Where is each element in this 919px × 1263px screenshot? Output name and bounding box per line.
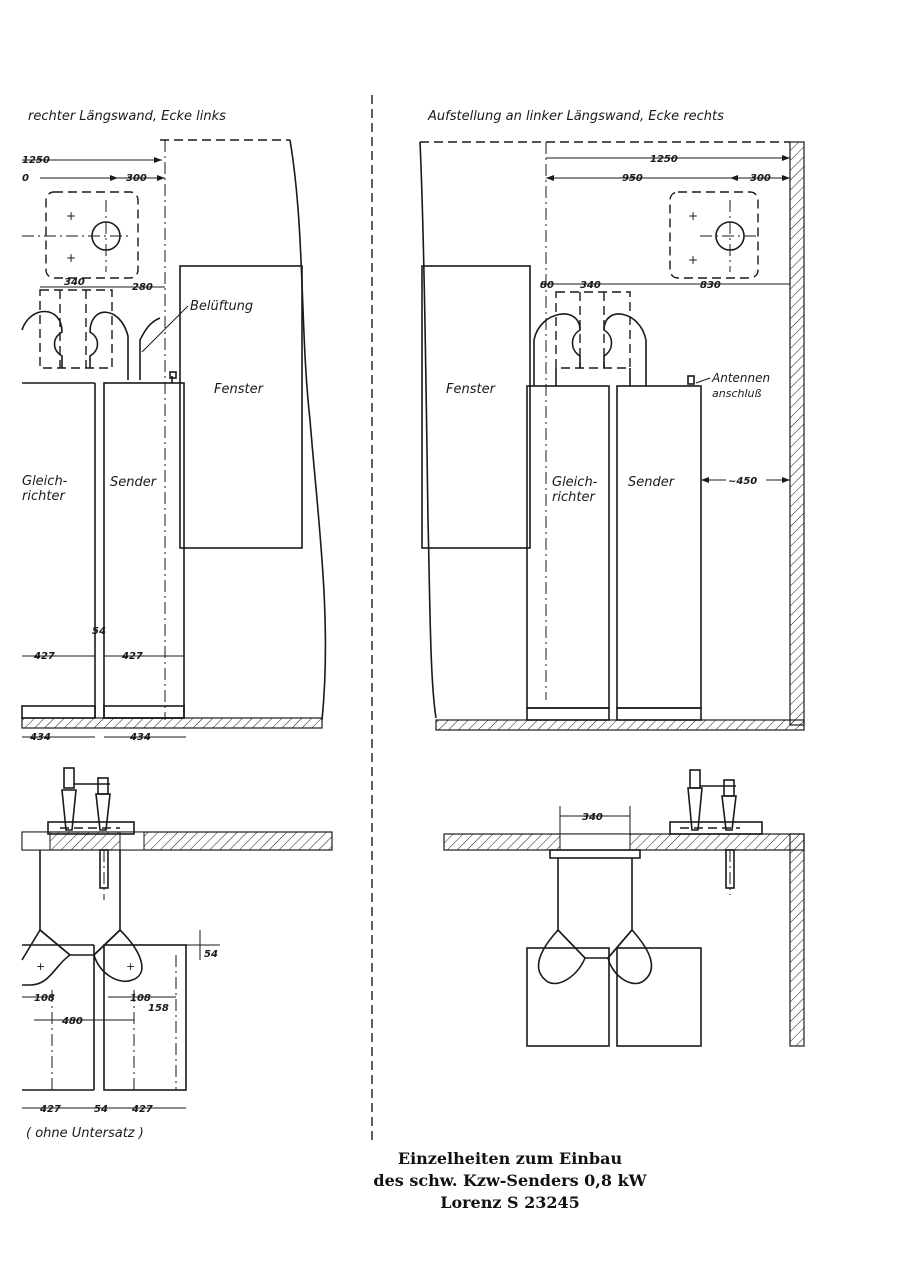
left-dim-434b: 434 (129, 732, 151, 743)
left-label-gleich: Gleich- (22, 474, 68, 489)
svg-text:+: + (126, 960, 135, 973)
right-dim-830: 830 (700, 280, 721, 291)
right-label-fenster: Fenster (446, 382, 497, 397)
left-dim-427b: 427 (121, 651, 143, 662)
bottom-left-dim-54: 54 (204, 949, 218, 960)
left-dim-54: 54 (92, 626, 106, 637)
bottom-left-note: ( ohne Untersatz ) (26, 1126, 144, 1141)
left-dim-1250: 1250 (22, 155, 50, 166)
bottom-left-dim-158: 158 (148, 1003, 169, 1014)
left-label-belueftung: Belüftung (190, 299, 253, 314)
left-dim-0: 0 (22, 173, 29, 184)
bottom-left-dim-108a: 108 (34, 993, 55, 1004)
left-label-fenster: Fenster (214, 382, 265, 397)
caption-line-1: Einzelheiten zum Einbau (398, 1149, 623, 1168)
left-dim-340: 340 (64, 277, 85, 288)
caption-block: Einzelheiten zum Einbau des schw. Kzw-Se… (373, 1149, 647, 1212)
right-view-heading: Aufstellung an linker Längswand, Ecke re… (427, 109, 724, 124)
svg-text:+: + (66, 209, 76, 223)
left-dim-300: 300 (126, 173, 147, 184)
right-dim-80: 80 (540, 280, 554, 291)
caption-line-3: Lorenz S 23245 (440, 1193, 580, 1212)
svg-text:+: + (36, 960, 45, 973)
right-label-antennen: Antennen (711, 371, 770, 385)
right-plan-view: 340 (443, 769, 805, 1047)
left-plan-view: + + 54 108 108 158 480 427 54 427 ( ohne… (21, 767, 333, 1141)
left-dim-434a: 434 (29, 732, 51, 743)
bottom-left-dim-54b: 54 (94, 1104, 108, 1115)
bottom-left-dim-427a: 427 (39, 1104, 61, 1115)
right-label-richter: richter (552, 490, 596, 505)
caption-line-2: des schw. Kzw-Senders 0,8 kW (373, 1171, 647, 1190)
svg-text:+: + (66, 251, 76, 265)
left-elevation-view: rechter Längswand, Ecke links 1250 0 300… (21, 109, 327, 743)
left-dim-280: 280 (132, 282, 153, 293)
right-label-anschluss: anschluß (712, 387, 761, 400)
left-label-sender: Sender (110, 475, 158, 490)
svg-text:+: + (688, 253, 698, 267)
left-view-heading: rechter Längswand, Ecke links (28, 109, 226, 124)
left-dim-427a: 427 (33, 651, 55, 662)
right-dim-950: 950 (622, 173, 643, 184)
right-label-gleich: Gleich- (552, 475, 598, 490)
svg-text:+: + (688, 209, 698, 223)
bottom-left-dim-108b: 108 (130, 993, 151, 1004)
right-dim-450: ~450 (728, 476, 757, 487)
right-label-sender: Sender (628, 475, 676, 490)
bottom-left-dim-480: 480 (61, 1016, 83, 1027)
right-elevation-view: Aufstellung an linker Längswand, Ecke re… (419, 109, 805, 731)
left-label-richter: richter (22, 489, 66, 504)
right-dim-340: 340 (580, 280, 601, 291)
bottom-right-dim-340: 340 (582, 812, 603, 823)
right-dim-1250: 1250 (650, 154, 678, 165)
bottom-left-dim-427b: 427 (131, 1104, 153, 1115)
right-dim-300: 300 (750, 173, 771, 184)
